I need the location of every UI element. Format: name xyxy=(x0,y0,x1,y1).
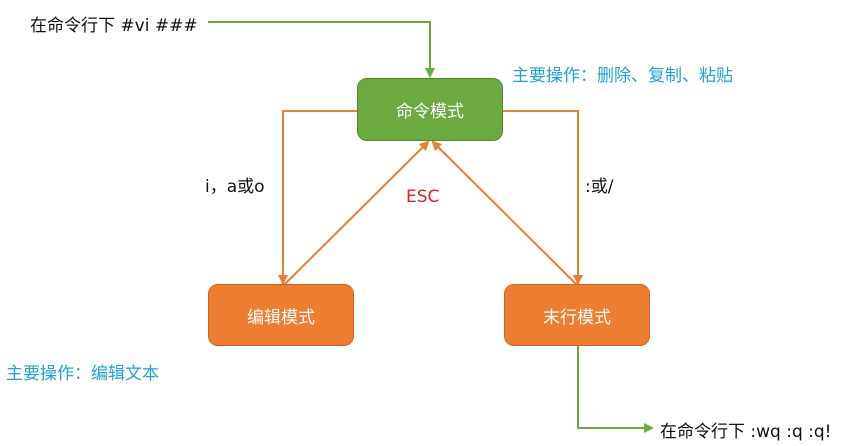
label-to-lastline-keys: :或/ xyxy=(585,177,614,197)
arrow-lastline-to-exit xyxy=(577,346,654,433)
label-esc: ESC xyxy=(406,187,440,207)
label-command-operations: 主要操作：删除、复制、粘贴 xyxy=(512,66,733,86)
arrow-start-to-command xyxy=(208,21,435,78)
node-edit-mode: 编辑模式 xyxy=(208,284,354,346)
arrow-command-to-edit xyxy=(278,110,357,285)
label-start-command: 在命令行下 #vi ### xyxy=(30,16,198,36)
label-edit-operations: 主要操作：编辑文本 xyxy=(6,364,159,384)
node-command-mode: 命令模式 xyxy=(357,78,503,141)
label-to-edit-keys: i，a或o xyxy=(205,177,265,197)
arrow-esc-edit-command xyxy=(276,140,430,293)
label-exit-command: 在命令行下 :wq :q :q! xyxy=(660,422,832,442)
node-lastline-mode: 末行模式 xyxy=(504,284,650,346)
arrow-esc-lastline-command xyxy=(431,140,585,293)
arrow-command-to-lastline xyxy=(503,110,583,285)
